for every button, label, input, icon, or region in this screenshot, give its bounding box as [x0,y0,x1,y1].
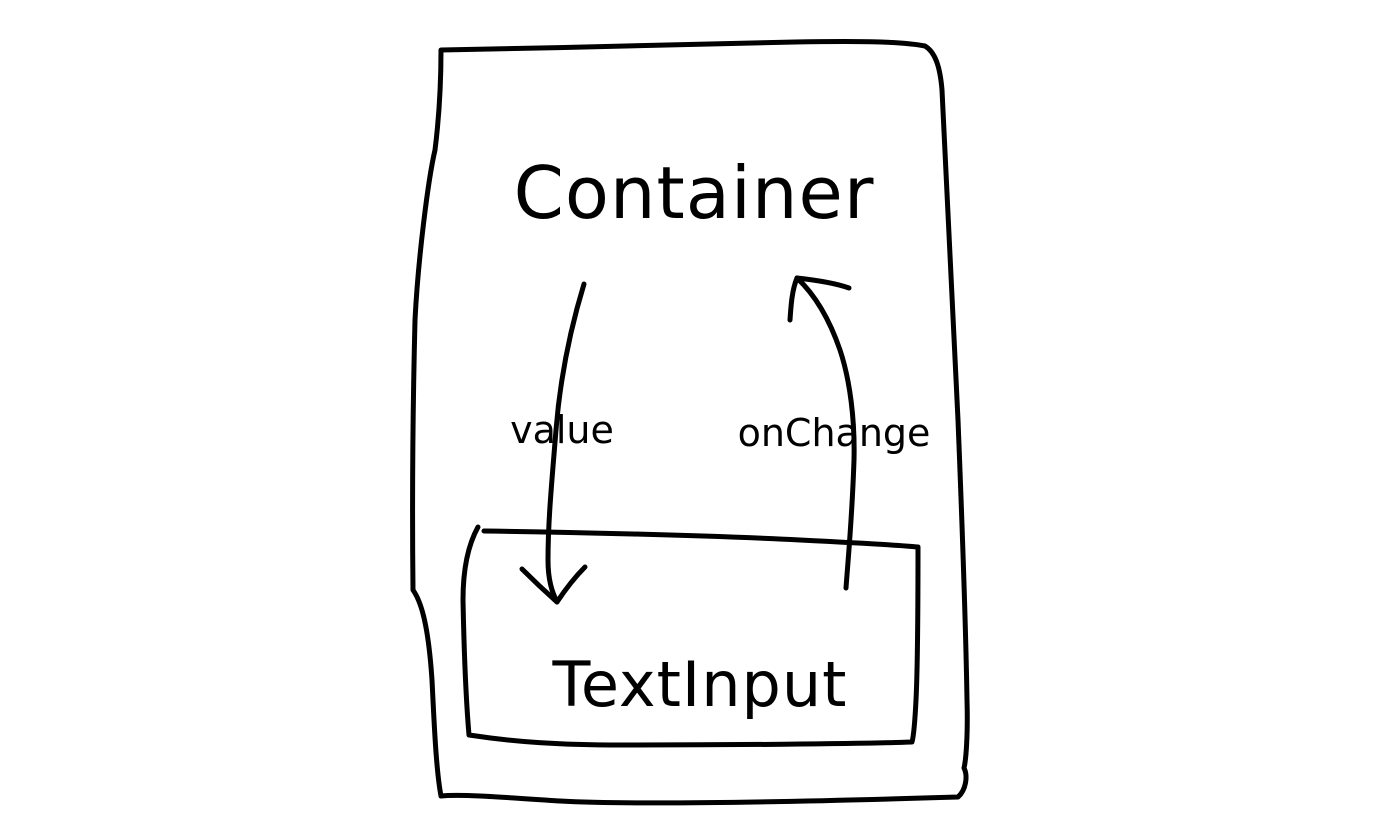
value-label: value [510,408,614,452]
onchange-arrow-shaft [794,275,857,591]
value-arrow-shaft [545,281,587,605]
value-arrow-head [519,564,588,605]
onchange-label: onChange [738,411,931,455]
text-input-label: TextInput [552,648,848,721]
text-input-box [460,524,921,748]
onchange-arrow-head [787,275,852,323]
container-box [410,38,970,806]
container-label: Container [514,151,875,235]
